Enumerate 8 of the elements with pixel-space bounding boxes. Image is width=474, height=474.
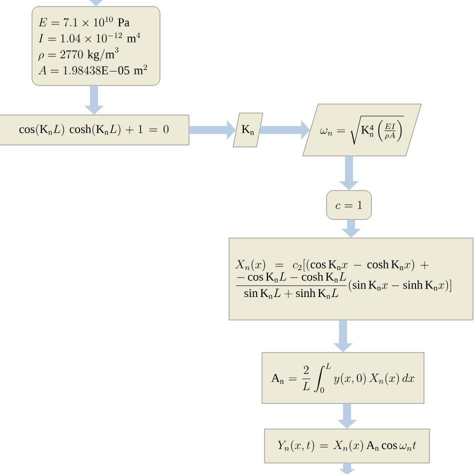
data-parallelogram: $\mathrm{K_n}$ <box>232 112 264 148</box>
process-box: $\cos(\mathrm{K_n}L)\,\cosh(\mathrm{K_n}L) + 1 = 0$ <box>0 114 190 146</box>
input-box: $E = 7.1 \times 10^{10}\ \mathrm{Pa}$ $I = 1.04 \times 10^{-12}\ \mathrm{m}^4$ $\rho = 2770\ \mathrm{kg/m}^3$ $A = 1.98438\mathrm{E{-}05}\ \mathrm{m}^2$ <box>32 6 160 86</box>
input-box: $c = 1$ <box>326 190 372 220</box>
data-parallelogram: $\omega_n = \sqrt{\mathrm{K_n^4}\left(\frac{EI}{\rho A}\right)}$ <box>302 104 422 156</box>
process-box: $X_n(x) = c_2[(\cos \mathrm{K_n}x - \cosh\mathrm{K_n}x) + \dfrac{-\cos\mathrm{K_n}L - \cosh\mathrm{K_n}L}{\sin\mathrm{K_n}L + \sinh\mathrm{K_n}L}(\sin\mathrm{K_n}x - \sinh\mathrm{K_n}x)]$ <box>228 238 474 320</box>
process-box: $Y_n(x,t) = X_n(x)\,\mathrm{A_n}\cos\omega_n t$ <box>264 428 430 464</box>
process-box: $\mathrm{A_n} = \frac{2}{L}\int_0^L y(x,0)\,X_n(x)\,dx$ <box>262 352 424 404</box>
